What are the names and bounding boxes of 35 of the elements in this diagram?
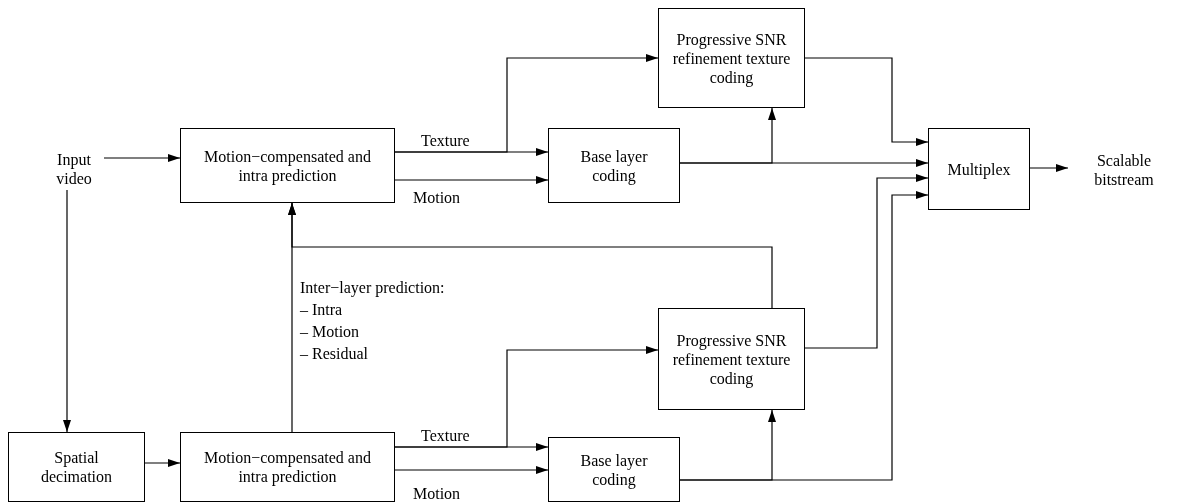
- arrow: [394, 176, 549, 184]
- annotation-text: – Motion: [300, 322, 360, 341]
- annotation-text: – Residual: [300, 344, 368, 363]
- process-box: [548, 128, 680, 203]
- arrow: [288, 202, 773, 309]
- arrow: [394, 54, 659, 153]
- process-box: [8, 432, 145, 502]
- process-box: [548, 437, 680, 502]
- io-label: Scalable bitstream: [1093, 151, 1155, 189]
- arrow: [103, 154, 181, 162]
- arrow: [63, 189, 71, 433]
- box-label: Progressive SNR refinement texture coding: [671, 29, 792, 87]
- box-label: Base layer coding: [579, 146, 649, 185]
- process-box: [658, 8, 805, 108]
- arrow: [394, 466, 549, 474]
- annotation-text: Inter−layer prediction:: [300, 278, 445, 297]
- box-label: Base layer coding: [579, 450, 649, 489]
- box-label: Motion−compensated and intra prediction: [203, 146, 372, 185]
- box-label: Progressive SNR refinement texture coding: [671, 330, 792, 388]
- io-label: Input video: [55, 150, 93, 188]
- annotation-text: – Intra: [300, 300, 343, 319]
- process-box: [928, 128, 1030, 210]
- arrow: [679, 159, 929, 167]
- box-label: Multiplex: [947, 159, 1011, 179]
- box-label: Motion−compensated and intra prediction: [203, 448, 372, 486]
- process-box: [180, 432, 395, 502]
- process-box: [658, 308, 805, 410]
- box-label: Spatial decimation: [39, 448, 114, 486]
- arrow: [394, 346, 659, 448]
- arrow: [804, 174, 929, 349]
- arrow: [1029, 164, 1069, 172]
- arrow: [804, 57, 929, 146]
- process-box: [180, 128, 395, 203]
- arrow: [144, 459, 181, 467]
- arrow: [679, 191, 929, 481]
